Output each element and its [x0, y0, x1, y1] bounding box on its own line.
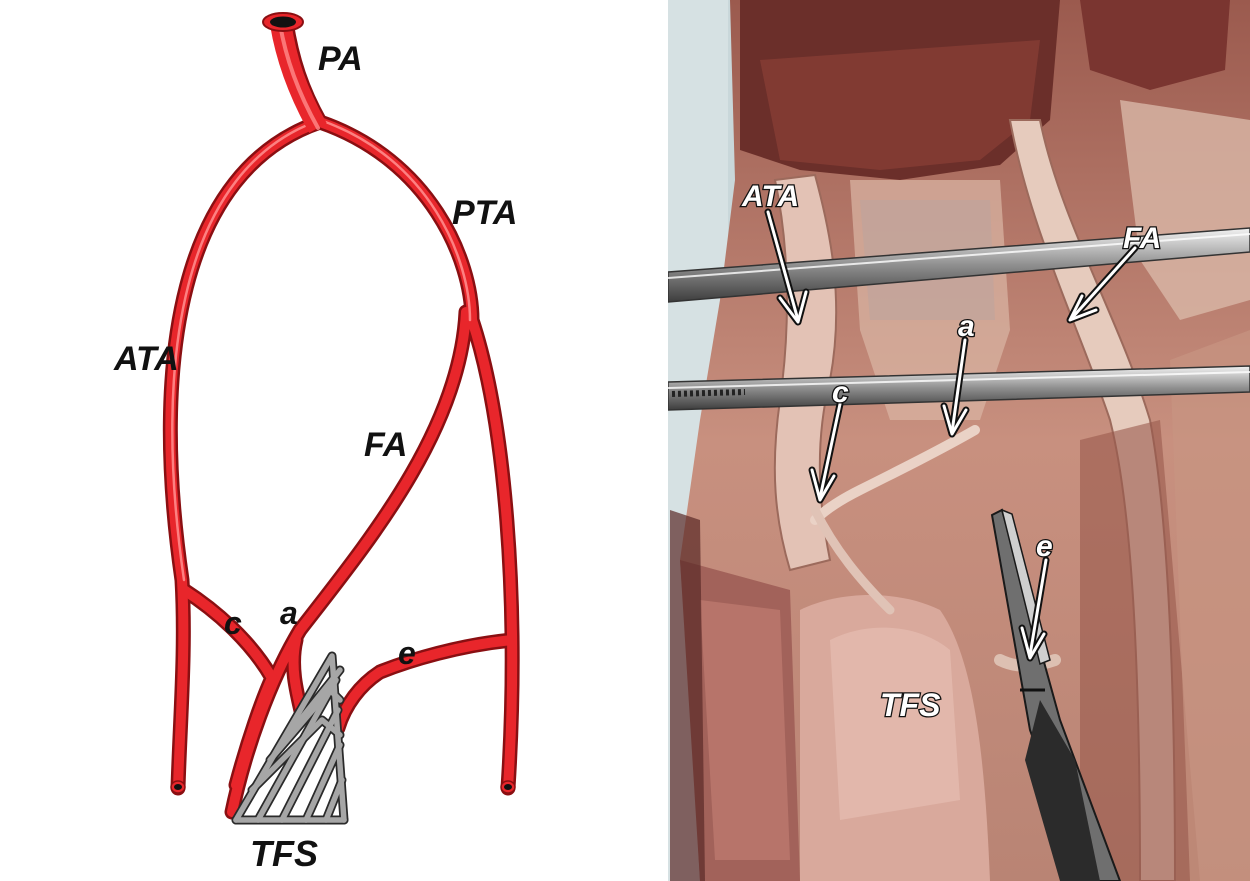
- photo-label-a: a: [958, 310, 975, 343]
- photo-labels: ATA FA a c e TFS: [740, 179, 1163, 725]
- panel-divider: [660, 0, 668, 881]
- schematic-panel: PA PTA ATA FA c a e TFS: [113, 12, 520, 874]
- photo-label-tfs: TFS: [880, 687, 941, 723]
- label-pa: PA: [318, 40, 363, 78]
- label-pta: PTA: [452, 194, 517, 232]
- tfs-scaffold: [231, 651, 349, 825]
- retractor-upper: [668, 227, 1250, 303]
- label-fa: FA: [364, 426, 407, 464]
- label-tfs: TFS: [250, 833, 318, 874]
- arrow-icon: [764, 208, 1139, 662]
- photo-label-e: e: [1036, 530, 1053, 563]
- dissection-photo-panel: ATA FA a c e TFS: [668, 0, 1250, 881]
- artery-tree: [162, 14, 520, 820]
- photo-label-fa: FA: [1123, 222, 1161, 255]
- label-c: c: [224, 605, 242, 641]
- label-ata: ATA: [113, 340, 179, 378]
- schematic-labels: PA PTA ATA FA c a e TFS: [113, 40, 517, 874]
- photo-label-c: c: [832, 376, 849, 409]
- photo-label-ata: ATA: [741, 180, 799, 213]
- vessel-openings: [170, 12, 516, 794]
- label-a: a: [280, 595, 298, 631]
- photo-branch-c: [810, 505, 895, 615]
- label-e: e: [398, 635, 416, 671]
- photo-branch-a: [810, 425, 980, 525]
